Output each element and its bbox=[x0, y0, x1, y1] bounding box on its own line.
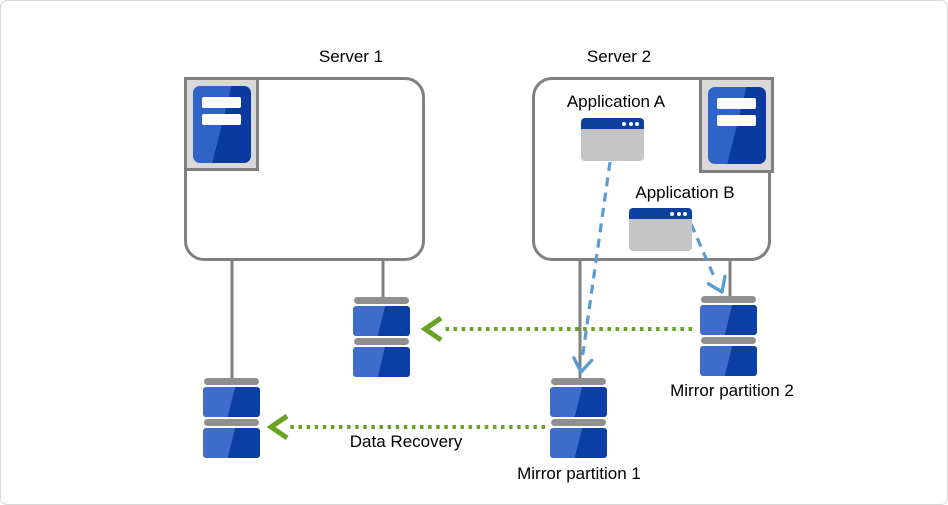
window-titlebar bbox=[581, 118, 644, 129]
disk-platter bbox=[353, 347, 410, 377]
disk-platter bbox=[700, 346, 757, 376]
window-body bbox=[629, 219, 692, 251]
disk-mirror-partition-1 bbox=[550, 378, 607, 458]
app-b-write-arrow bbox=[689, 223, 727, 294]
disk-server1-left bbox=[203, 378, 260, 458]
app-a-write-arrow bbox=[572, 161, 612, 374]
data-recovery-label: Data Recovery bbox=[349, 432, 463, 451]
tower-slot-bar bbox=[716, 114, 756, 126]
disk-cap bbox=[551, 378, 606, 385]
titlebar-dot bbox=[683, 211, 687, 216]
disk-cap bbox=[354, 297, 409, 304]
tower-body bbox=[707, 86, 766, 164]
tower-slot-bar bbox=[201, 96, 241, 108]
disk-cap bbox=[701, 337, 756, 344]
mirror-partition-1-label: Mirror partition 1 bbox=[517, 464, 641, 483]
mirror2-to-disk-b-arrow bbox=[420, 316, 692, 342]
disk-platter bbox=[203, 428, 260, 458]
disk-cap bbox=[354, 338, 409, 345]
disk-platter bbox=[550, 428, 607, 458]
server1-label: Server 1 bbox=[318, 47, 384, 66]
tower-slot-bar bbox=[716, 97, 756, 109]
titlebar-dot bbox=[622, 121, 626, 126]
window-body bbox=[581, 129, 644, 161]
disk-cap bbox=[204, 419, 259, 426]
server1-tower-icon bbox=[184, 77, 259, 171]
disk-cap bbox=[204, 378, 259, 385]
disk-platter bbox=[203, 387, 260, 417]
disk-server1-right bbox=[353, 297, 410, 377]
disk-cap bbox=[551, 419, 606, 426]
app-a-window-icon bbox=[581, 118, 644, 161]
application-a-label: Application A bbox=[566, 92, 666, 111]
disk-cap bbox=[701, 296, 756, 303]
titlebar-dot bbox=[676, 211, 681, 216]
server2-label: Server 2 bbox=[586, 47, 652, 66]
data-recovery-arrow bbox=[266, 414, 545, 440]
tower-body bbox=[192, 85, 251, 163]
server2-tower-icon bbox=[699, 77, 774, 173]
tower-slot-bar bbox=[201, 113, 241, 125]
disk-platter bbox=[550, 387, 607, 417]
window-titlebar bbox=[629, 208, 692, 219]
disk-platter bbox=[353, 306, 410, 336]
disk-mirror-partition-2 bbox=[700, 296, 757, 376]
disk-platter bbox=[700, 305, 757, 335]
titlebar-dot bbox=[635, 121, 639, 126]
titlebar-dot bbox=[628, 121, 633, 126]
titlebar-dot bbox=[670, 211, 674, 216]
mirror-partition-2-label: Mirror partition 2 bbox=[670, 381, 794, 400]
application-b-label: Application B bbox=[635, 183, 735, 202]
app-b-window-icon bbox=[629, 208, 692, 251]
